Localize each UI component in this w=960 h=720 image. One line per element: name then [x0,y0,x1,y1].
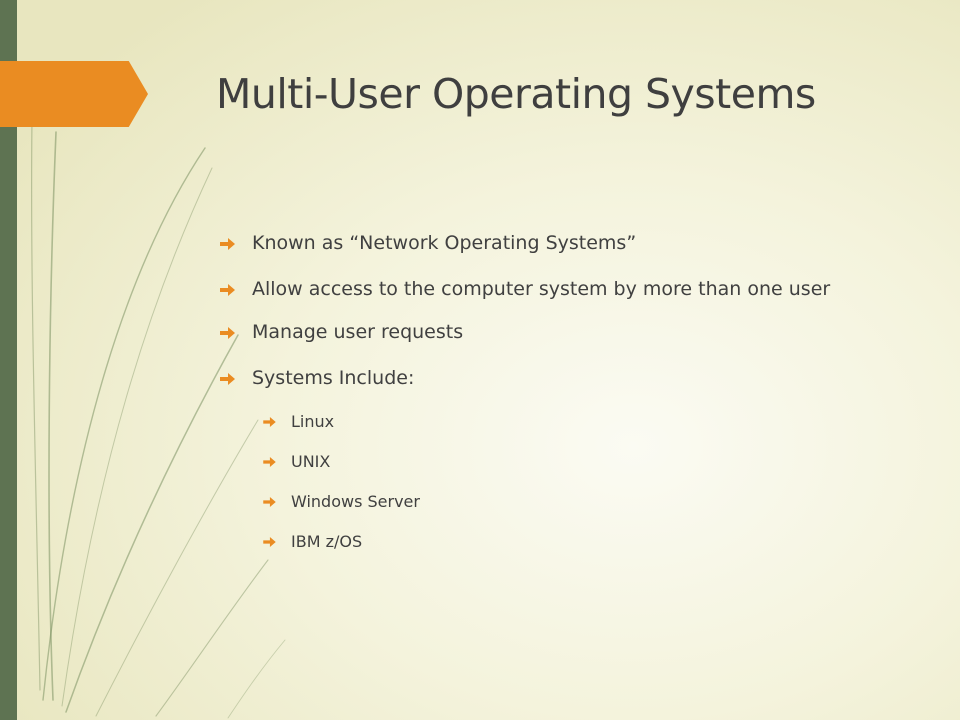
left-accent-bar [0,0,17,720]
bullet-list: Known as “Network Operating Systems” All… [218,231,858,572]
bullet-item: Systems Include: [218,366,858,391]
slide-title: Multi-User Operating Systems [216,70,816,118]
arrow-right-icon [220,373,235,385]
sub-bullet-item: UNIX [218,452,858,472]
arrow-right-icon [263,537,278,549]
sub-bullet-text: IBM z/OS [291,532,363,551]
arrow-right-icon [263,497,278,509]
arrow-right-icon [263,417,278,429]
bullet-item: Manage user requests [218,320,858,345]
sub-bullet-text: Linux [291,412,335,431]
bullet-text: Allow access to the computer system by m… [252,278,831,300]
sub-bullet-item: Linux [218,412,858,432]
bullet-item: Allow access to the computer system by m… [218,277,858,302]
arrow-right-icon [220,238,235,250]
sub-bullet-item: IBM z/OS [218,532,858,552]
bullet-text: Systems Include: [252,367,415,389]
sub-bullet-text: Windows Server [291,492,420,511]
sub-bullet-text: UNIX [291,452,331,471]
bullet-text: Manage user requests [252,321,464,343]
arrow-right-icon [263,457,278,469]
bullet-item: Known as “Network Operating Systems” [218,231,858,256]
bullet-text: Known as “Network Operating Systems” [252,232,637,254]
sub-bullet-item: Windows Server [218,492,858,512]
arrow-right-icon [220,327,235,339]
arrow-right-icon [220,284,235,296]
title-accent-arrow [0,61,148,127]
